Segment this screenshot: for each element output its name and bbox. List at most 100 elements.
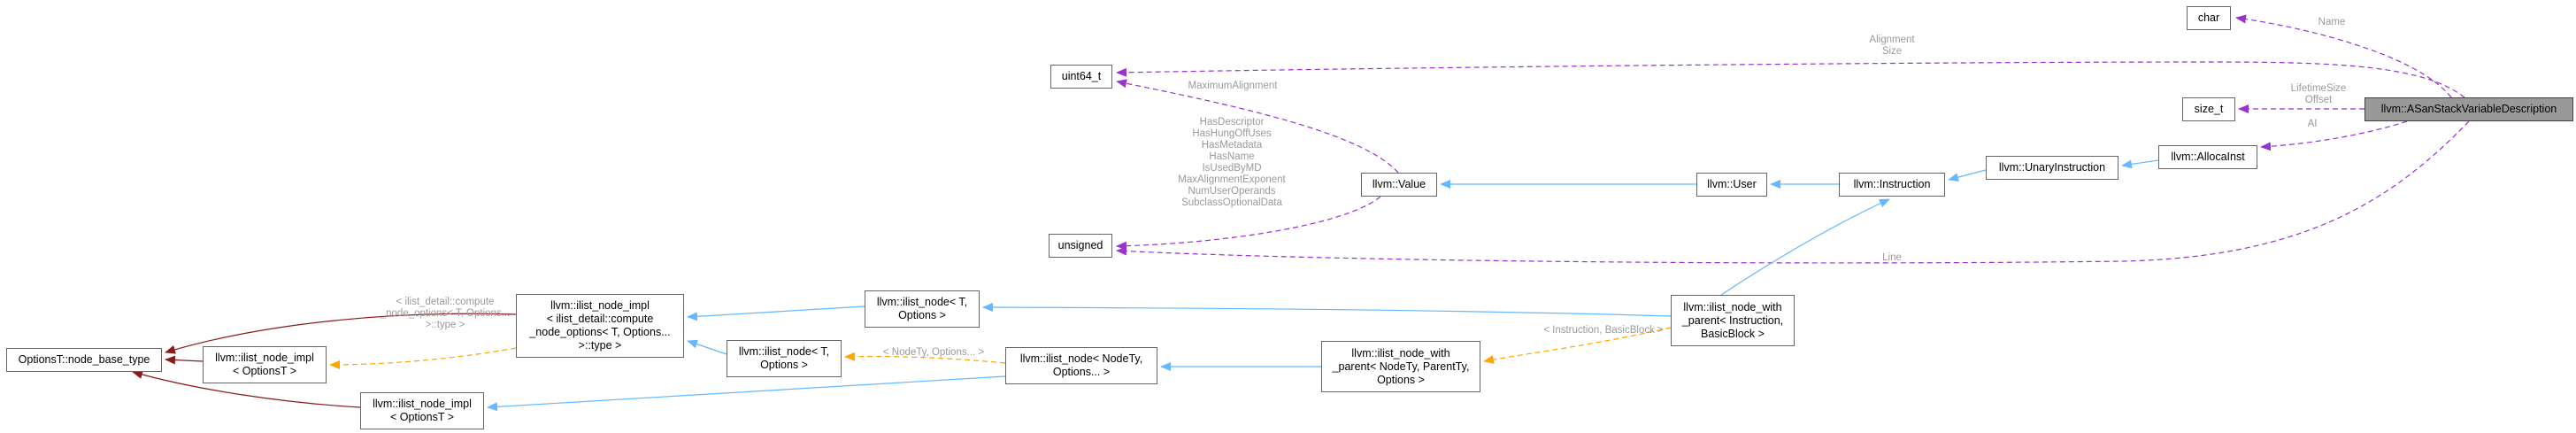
edge-label-line: HasName [1209,151,1255,162]
edge-label-line: LifetimeSize [2290,83,2347,94]
node-label-line: llvm::ilist_node< T, [876,296,968,308]
node-label-line: >::type > [578,339,622,352]
node-label-line: llvm::ASanStackVariableDescription [2380,103,2557,115]
node-ilist-node-nodety-options[interactable]: llvm::ilist_node< NodeTy,Options... > [1005,347,1157,384]
node-options-node-base-type[interactable]: OptionsT::node_base_type [6,348,162,372]
edge-label-compute-options: < ilist_detail::compute_node_options< T,… [370,297,520,331]
node-ilist-node-impl-options-b[interactable]: llvm::ilist_node_impl< OptionsT > [360,392,484,429]
node-ilist-node-t-options-top[interactable]: llvm::ilist_node< T,Options > [865,290,980,328]
edge-label-line: _node_options< T, Options... [380,308,511,319]
node-label-line: Options... > [1052,366,1111,378]
edge-value-fields [1116,196,1381,251]
edge-label-maximum-alignment: MaximumAlignment [1166,81,1299,92]
edge-label-line: HasMetadata [1201,140,1263,151]
edge-label-line: < Instruction, BasicBlock > [1543,325,1664,336]
node-ilist-node-impl-options-a[interactable]: llvm::ilist_node_impl< OptionsT > [203,346,327,383]
edge-impl-opts-b-to-nodety [487,375,1006,412]
node-value[interactable]: llvm::Value [1361,173,1437,197]
edge-ai [2260,120,2408,151]
edge-label-line: Size [1881,46,1903,57]
edge-label-line: >::type > [425,320,465,330]
node-uint64-t[interactable]: uint64_t [1050,65,1112,89]
node-user[interactable]: llvm::User [1696,173,1767,197]
edge-label-line: MaxAlignmentExponent [1178,174,1286,185]
edge-impl-compute-to-ilistnode-mid [687,339,727,355]
node-ilist-node-with-parent-instruction[interactable]: llvm::ilist_node_with_parent< Instructio… [1671,295,1795,346]
node-label-line: BasicBlock > [1701,327,1765,340]
node-label-line: llvm::UnaryInstruction [1998,161,2106,174]
node-instruction[interactable]: llvm::Instruction [1839,173,1945,197]
edge-template-compute [329,347,517,369]
node-label-line: uint64_t [1061,70,1102,82]
edge-ilistnode-top-to-nodewithparent [982,303,1672,317]
edge-label-line: HasDescriptor [1199,117,1265,128]
edge-template-instruction-basicblock [1483,327,1672,364]
edge-label-nodety-options: < NodeTy, Options... > [863,347,1004,359]
edge-label-line: < ilist_detail::compute [396,297,495,307]
node-unsigned[interactable]: unsigned [1049,234,1112,258]
edge-unary-to-alloca [2121,159,2159,169]
edge-label-line: < NodeTy, Options... > [882,347,985,358]
edge-label-instruction-basicblock: < Instruction, BasicBlock > [1524,325,1683,336]
edge-impl-compute-to-ilistnode-top [687,305,865,321]
node-ilist-node-with-parent-generic[interactable]: llvm::ilist_node_with_parent< NodeTy, Pa… [1321,341,1480,392]
node-unary-instruction[interactable]: llvm::UnaryInstruction [1986,156,2118,180]
edge-label-line: NumUserOperands [1188,186,1276,197]
node-label-line: llvm::AllocaInst [2171,151,2245,163]
edge-label-line: Name [2318,17,2346,27]
edge-instruction-to-unary [1948,169,1987,182]
node-label-line: < OptionsT > [232,365,297,377]
edge-label-ai: AI [2295,119,2330,130]
edge-label-name: Name [2301,17,2363,28]
edge-label-line: Line [1882,252,1902,263]
node-label-line: Options > [760,359,808,371]
edge-nodewithparent-to-instruction [1720,198,1890,296]
node-label-line: _parent< NodeTy, ParentTy, [1332,360,1470,373]
node-label-line: < OptionsT > [389,411,455,423]
node-label-line: llvm::ilist_node_impl [550,299,650,312]
node-label-line: llvm::ilist_node_impl [373,398,472,410]
node-label-line: llvm::ilist_node< NodeTy, [1019,352,1143,365]
edge-label-line: Offset [2304,95,2333,105]
edge-label-line: Line [1870,252,1914,264]
node-label-line: llvm::ilist_node< T, [738,345,830,358]
edge-label-line: IsUsedByMD [1202,163,1262,174]
edge-label-line: SubclassOptionalData [1181,197,1282,208]
edge-base-from-compute [165,313,517,354]
node-label-line: llvm::ilist_node_with [1351,346,1450,360]
node-ilist-node-impl-compute[interactable]: llvm::ilist_node_impl< ilist_detail::com… [516,294,684,358]
edge-label-line: HasHungOffUses [1192,128,1272,139]
node-label-line: llvm::User [1707,178,1757,190]
edge-label-line: Alignment [1869,35,1915,45]
node-asan-stack-variable-description: llvm::ASanStackVariableDescription [2365,97,2573,121]
node-label-line: Options > [898,309,946,321]
node-size-t[interactable]: size_t [2182,97,2235,121]
node-label-line: llvm::ilist_node_with [1683,300,1782,313]
edge-name [2235,14,2452,98]
edge-alignment-size [1116,61,2465,98]
node-label-line: llvm::Value [1372,178,1426,190]
node-char[interactable]: char [2187,6,2231,30]
node-label-line: Options > [1377,373,1425,386]
edge-line [1116,120,2470,264]
node-label-line: _parent< Instruction, [1681,313,1784,327]
edge-maximum-alignment [1116,79,1399,174]
node-label-line: OptionsT::node_base_type [18,353,150,366]
node-label-line: unsigned [1057,239,1103,251]
edge-base-from-opts-a [165,355,204,365]
node-label-line: < ilist_detail::compute [546,313,654,325]
node-label-line: _node_options< T, Options... [529,326,671,338]
node-label-line: size_t [2194,103,2224,115]
node-alloca-inst[interactable]: llvm::AllocaInst [2158,145,2257,169]
node-label-line: llvm::Instruction [1853,178,1931,190]
node-ilist-node-t-options-mid[interactable]: llvm::ilist_node< T,Options > [727,340,842,377]
edge-label-line: AI [2307,119,2318,129]
node-label-line: llvm::ilist_node_impl [215,352,314,364]
edge-label-line: MaximumAlignment [1188,81,1278,91]
node-label-line: char [2197,12,2220,24]
